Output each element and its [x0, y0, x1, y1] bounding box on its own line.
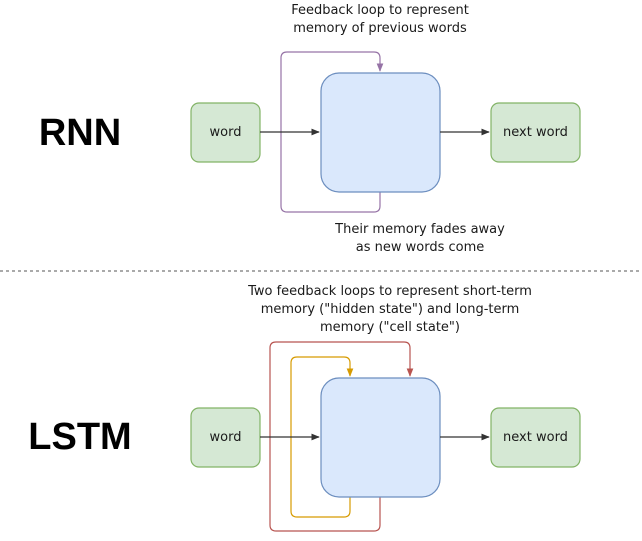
rnn-output-word-label: next word [503, 125, 568, 140]
lstm-output-word-box [490, 407, 581, 468]
lstm-title: LSTM [28, 416, 132, 458]
rnn-top-caption: Feedback loop to represent memory of pre… [291, 3, 469, 36]
rnn-output-word-box [490, 102, 581, 163]
lstm-top-caption: Two feedback loops to represent short-te… [248, 284, 532, 335]
rnn-cell-box [320, 72, 441, 193]
rnn-input-word-label: word [209, 125, 242, 140]
rnn-bottom-caption: Their memory fades away as new words com… [335, 222, 505, 255]
rnn-title: RNN [38, 112, 122, 154]
lstm-output-word-label: next word [503, 430, 568, 445]
lstm-input-word-label: word [209, 430, 242, 445]
lstm-cell-box [320, 377, 441, 498]
